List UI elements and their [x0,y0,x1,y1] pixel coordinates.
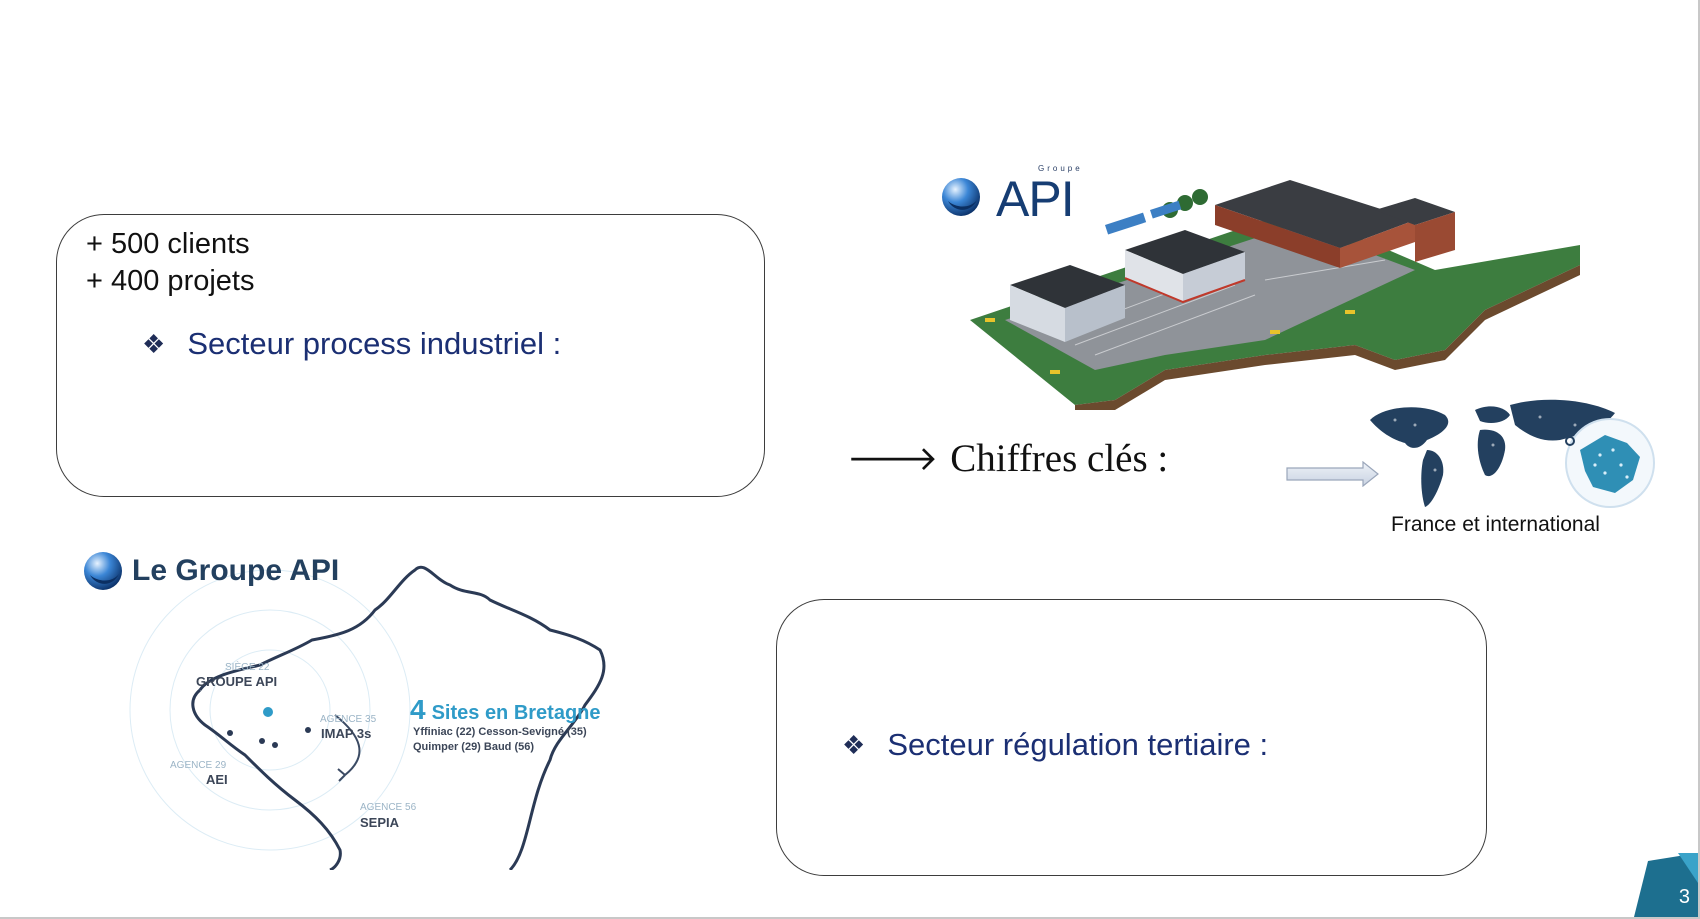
bretagne-map-outline [129,565,606,870]
regulation-tertiaire-box [776,599,1487,876]
projets-count: + 400 projets [86,265,255,297]
api-logo: Groupe API [940,164,1085,228]
agence56-name-label: SEPIA [360,815,400,830]
process-industriel-box [56,214,765,497]
process-industriel-row: ❖ Secteur process industriel : [142,326,561,362]
regulation-tertiaire-label: Secteur régulation tertiaire : [887,727,1269,762]
groupe-api-title-text: Le Groupe API [132,554,340,587]
world-map-caption: France et international [1391,513,1600,536]
chiffres-cles-label: Chiffres clés : [950,437,1169,480]
page-number: 3 [1678,886,1690,908]
building-illustration [970,180,1580,410]
siege-small-label: SIÈGE 22 [225,662,270,673]
agence29-name-label: AEI [206,772,228,787]
agence56-small-label: AGENCE 56 [360,802,417,813]
bretagne-map: Le Groupe API SIÈGE 22 GROUPE API AGENCE… [80,540,660,870]
api-sphere-icon [942,178,980,216]
chiffres-cles: 🡒 Chiffres clés : [847,436,1168,481]
sites-headline: 4 Sites en Bretagne [410,694,601,726]
sites-count: 4 [410,694,426,725]
right-arrow-icon: 🡒 [847,439,939,479]
cities-line-2: Quimper (29) Baud (56) [413,741,535,753]
agence35-name-label: IMAP 3s [321,726,372,741]
api-sphere-icon [84,552,122,590]
api-logo-text: API [996,171,1075,227]
agence35-small-label: AGENCE 35 [320,714,377,725]
corner-decoration [1634,853,1698,917]
regulation-tertiaire-row: ❖ Secteur régulation tertiaire : [842,727,1268,763]
api-logo-small: Groupe [1038,164,1083,173]
diamond-bullet-icon: ❖ [842,729,866,760]
block-arrow-icon [1286,461,1379,487]
sites-label: Sites en Bretagne [431,702,601,724]
process-industriel-label: Secteur process industriel : [187,326,562,361]
diamond-bullet-icon: ❖ [142,328,166,359]
agence29-small-label: AGENCE 29 [170,760,227,771]
world-map-illustration [1370,399,1655,508]
clients-count: + 500 clients [86,228,250,260]
groupe-api-title: Le Groupe API [82,550,339,592]
siege-name-label: GROUPE API [196,674,278,689]
cities-line-1: Yffiniac (22) Cesson-Sevigné (35) [413,726,587,738]
